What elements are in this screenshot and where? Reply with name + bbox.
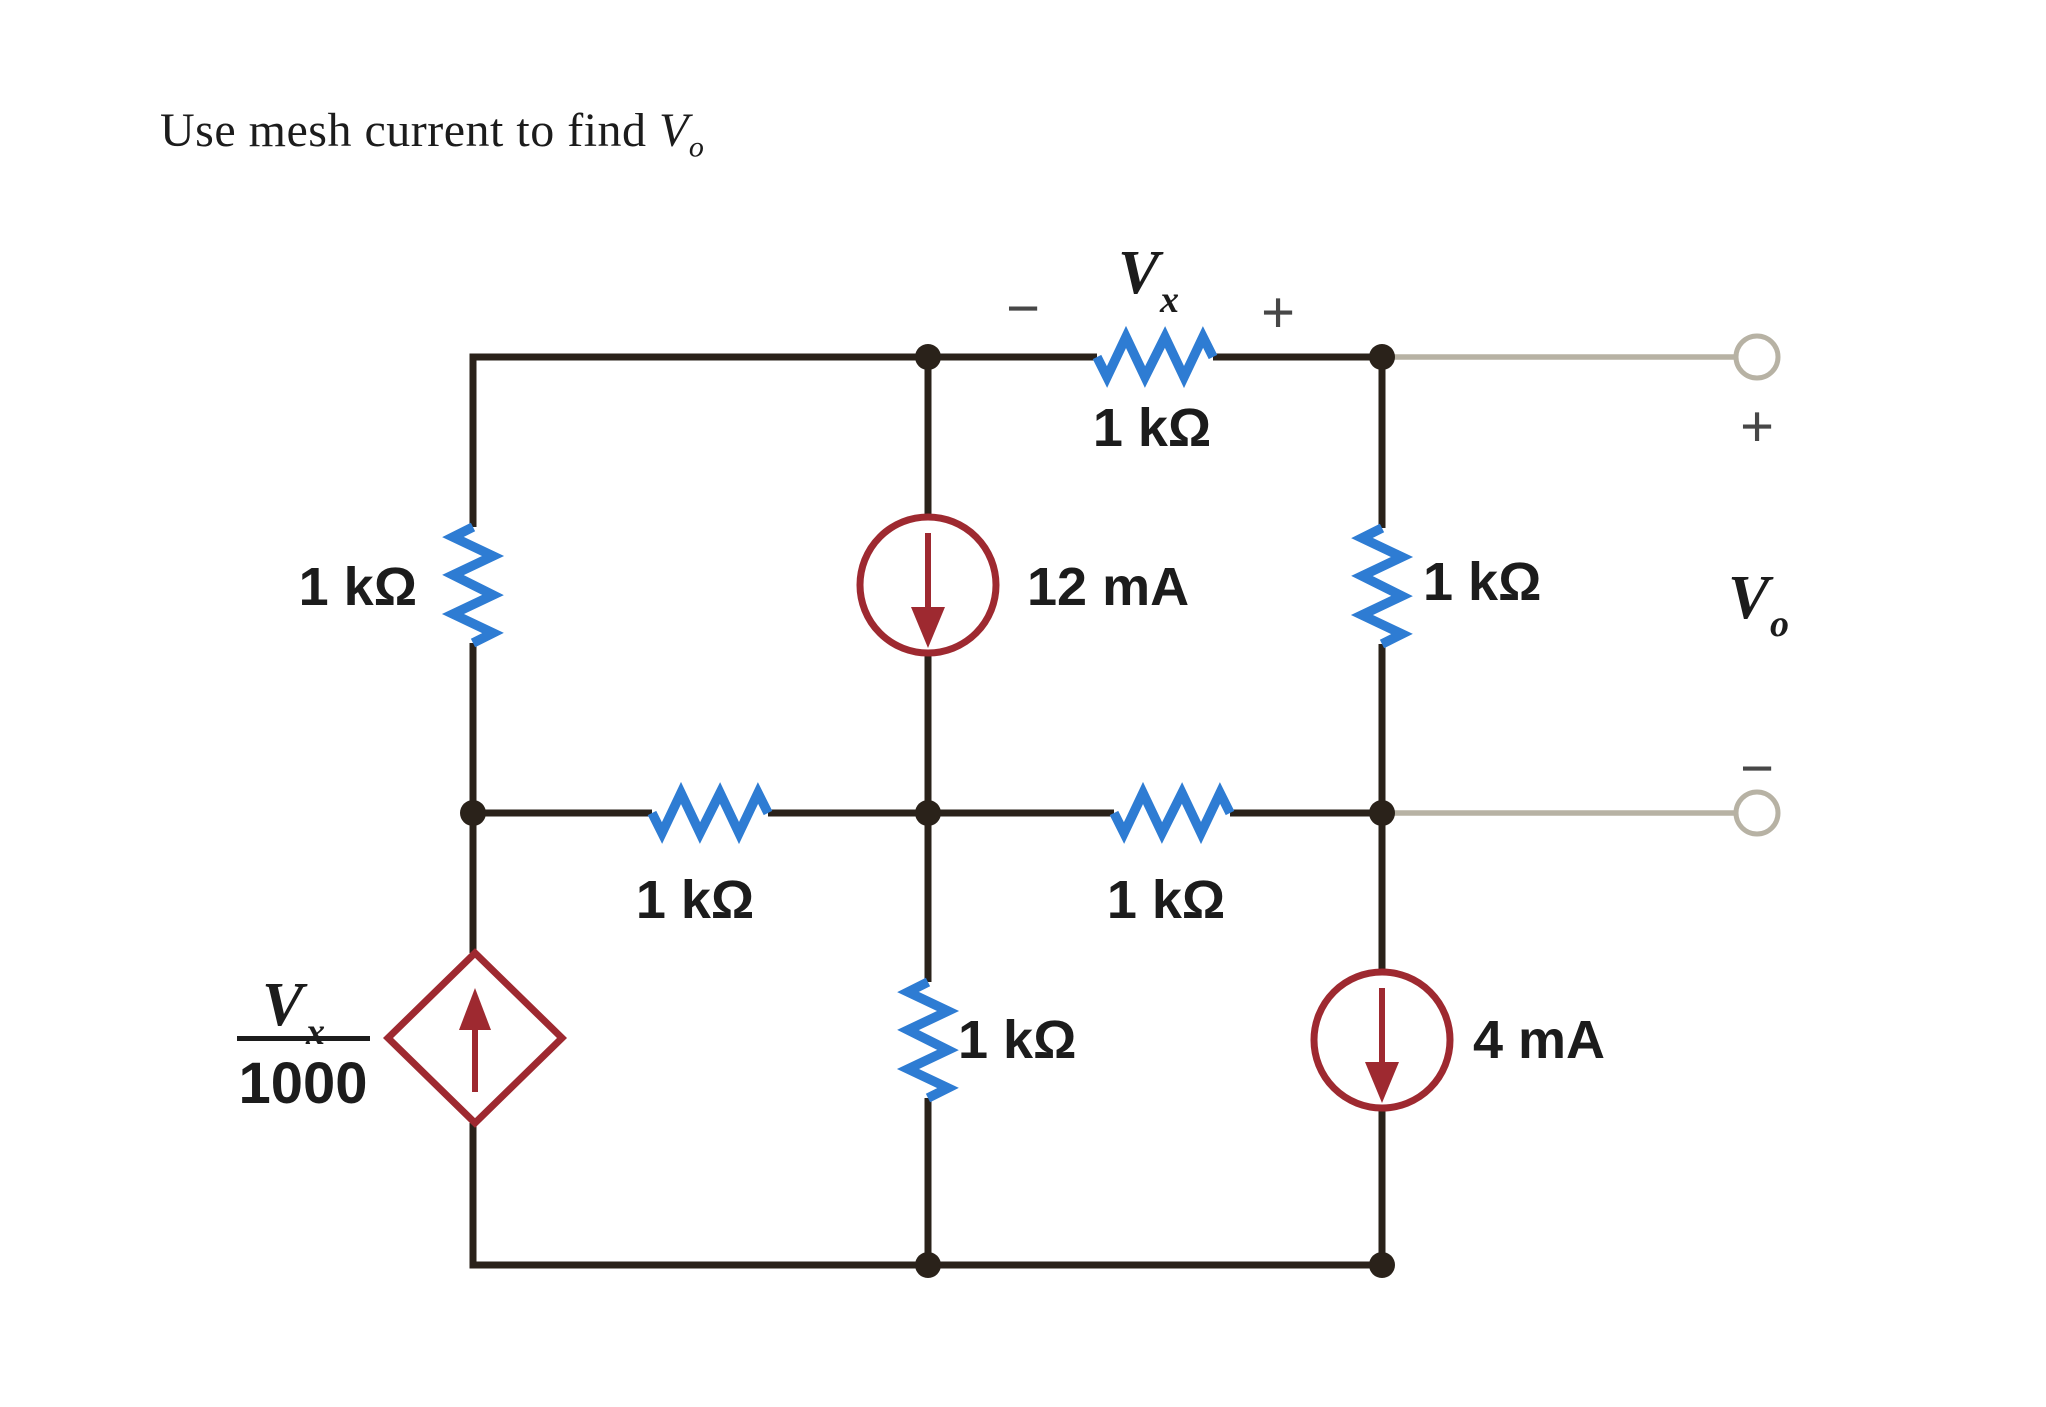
title-text: Use mesh current to find <box>160 104 660 157</box>
terminal-circle-negative <box>1733 789 1781 837</box>
gain-numerator-subscript: x <box>305 1011 325 1053</box>
title-variable: V <box>659 104 689 157</box>
current-source-4ma <box>1310 968 1454 1112</box>
title-subscript: o <box>688 130 705 164</box>
resistor-right-zigzag <box>1350 523 1414 649</box>
vx-label: Vx <box>1118 239 1179 321</box>
vo-plus-sign: + <box>1740 394 1774 459</box>
resistor-bottom-label: 1 kΩ <box>958 1010 1076 1070</box>
resistor-left-label: 1 kΩ <box>299 557 417 617</box>
node-dot <box>915 344 941 370</box>
gain-numerator-variable: V <box>262 971 308 1039</box>
current-source-12ma <box>856 513 1000 657</box>
page-title: Use mesh current to find Vo <box>160 103 704 162</box>
resistor-mid-right-zigzag <box>1109 781 1235 845</box>
resistor-left-zigzag <box>441 522 505 648</box>
vx-variable: V <box>1118 239 1164 307</box>
fraction-bar <box>237 1036 370 1041</box>
vo-minus-sign: − <box>1740 736 1774 801</box>
arrow-down-head-icon <box>1365 1062 1399 1103</box>
node-dot <box>1369 1252 1395 1278</box>
resistor-bottom-zigzag <box>896 977 960 1103</box>
dependent-source-gain-label: Vx 1000 <box>237 971 370 1116</box>
vo-annotation: + Vo − <box>1728 394 1789 801</box>
node-dot <box>1369 800 1395 826</box>
resistor-mid-right-label: 1 kΩ <box>1107 870 1225 930</box>
vo-variable: V <box>1728 564 1774 632</box>
gain-numerator: Vx <box>262 971 325 1053</box>
node-dot <box>915 800 941 826</box>
vx-plus-sign: + <box>1261 280 1295 345</box>
vx-minus-sign: − <box>1006 276 1040 341</box>
arrow-up-head-icon <box>459 988 491 1030</box>
resistor-right-label: 1 kΩ <box>1423 552 1541 612</box>
resistor-top-zigzag <box>1092 325 1218 389</box>
current-source-4ma-label: 4 mA <box>1473 1010 1605 1070</box>
vo-label: Vo <box>1728 564 1789 645</box>
resistor-mid-left-zigzag <box>647 781 773 845</box>
node-dot <box>1369 344 1395 370</box>
current-source-12ma-label: 12 mA <box>1027 557 1189 617</box>
resistor-top-label: 1 kΩ <box>1093 398 1211 458</box>
gain-denominator: 1000 <box>238 1051 367 1116</box>
vx-annotation: − Vx + <box>1006 239 1295 345</box>
node-dot <box>460 800 486 826</box>
dependent-current-source <box>382 948 568 1128</box>
arrow-down-head-icon <box>911 607 945 648</box>
resistor-mid-left-label: 1 kΩ <box>636 870 754 930</box>
node-dot <box>915 1252 941 1278</box>
output-lead-wires <box>1382 354 1735 816</box>
terminal-circle-positive <box>1733 333 1781 381</box>
vo-subscript: o <box>1770 603 1789 645</box>
vx-subscript: x <box>1159 279 1179 321</box>
